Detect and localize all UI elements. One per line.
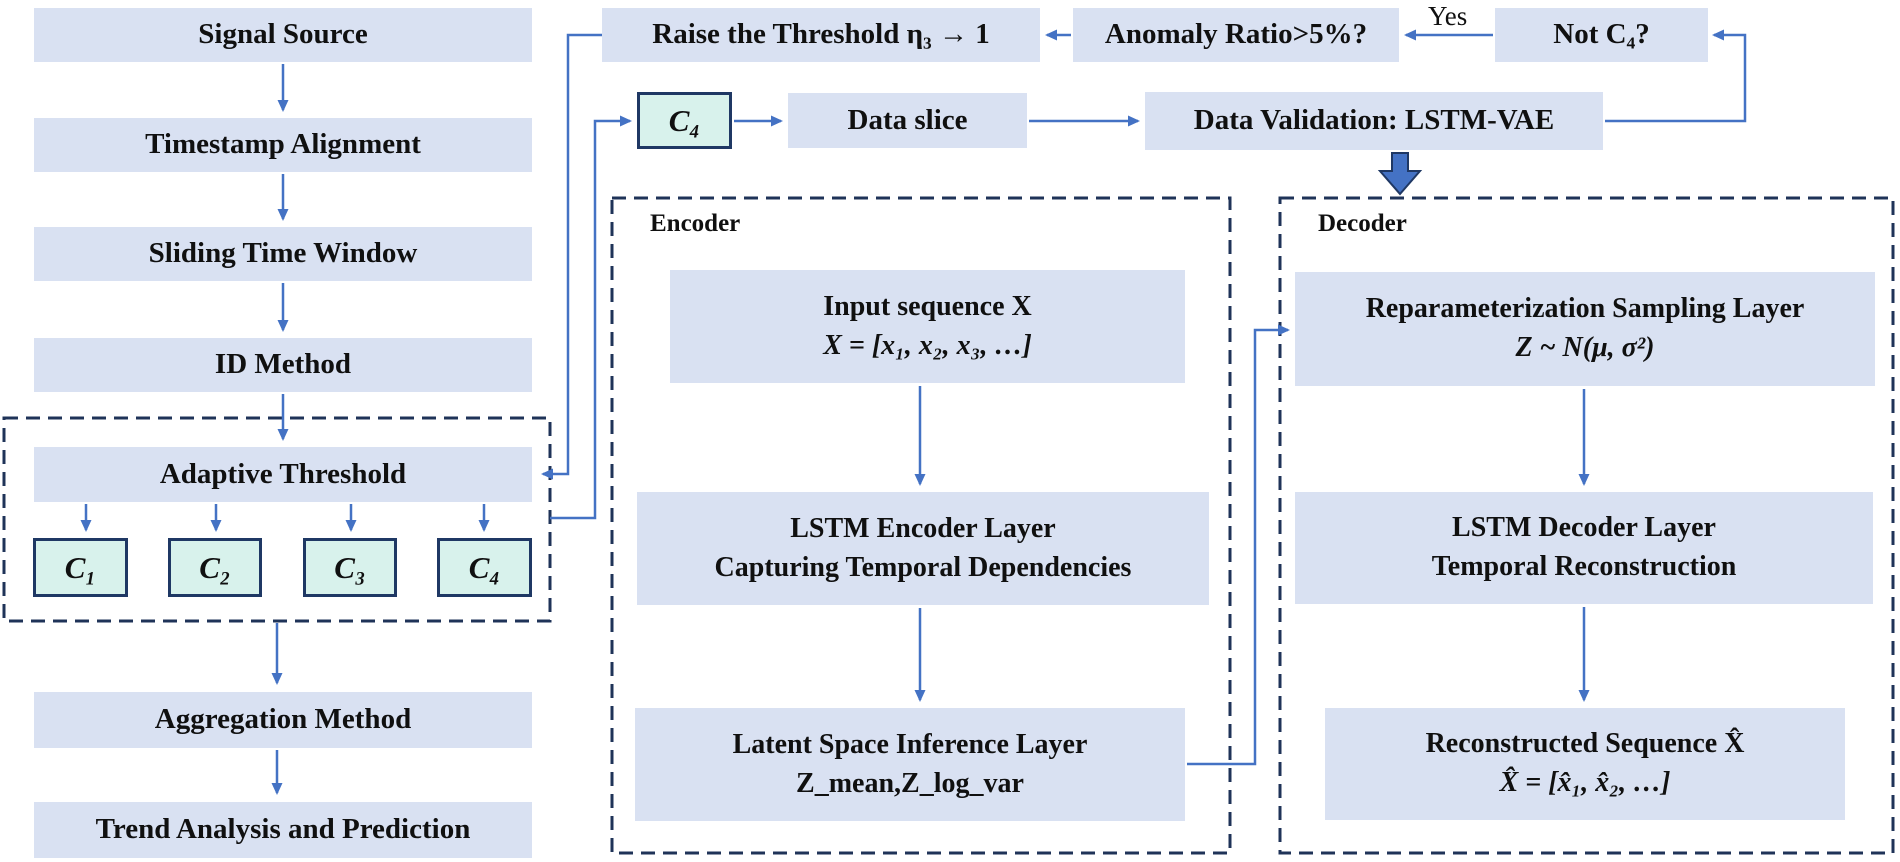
node-raise-threshold: Raise the Threshold η₃ → 1 xyxy=(602,8,1040,62)
reconstructed-line2: X̂ = [x̂₁, x̂₂, …] xyxy=(1499,767,1671,798)
node-trend-analysis: Trend Analysis and Prediction xyxy=(34,802,532,858)
lstm-encoder-line1: LSTM Encoder Layer xyxy=(790,512,1056,544)
reparameterization-line1: Reparameterization Sampling Layer xyxy=(1365,293,1805,325)
node-c3: C₃ xyxy=(303,538,397,597)
input-sequence-line1: Input sequence X xyxy=(823,290,1032,322)
node-not-c4: Not C₄? xyxy=(1495,8,1708,62)
lstm-decoder-line1: LSTM Decoder Layer xyxy=(1452,512,1716,544)
node-sliding-time-window: Sliding Time Window xyxy=(34,227,532,281)
node-lstm-encoder: LSTM Encoder Layer Capturing Temporal De… xyxy=(637,492,1209,605)
latent-space-line2: Z_mean,Z_log_var xyxy=(796,767,1024,799)
reparameterization-line2: Z ~ N(μ, σ²) xyxy=(1515,332,1655,363)
node-c1: C₁ xyxy=(33,538,128,597)
connector-c4-to-c4-top xyxy=(550,115,632,520)
reconstructed-line1: Reconstructed Sequence X̂ xyxy=(1425,728,1745,760)
node-latent-space: Latent Space Inference Layer Z_mean,Z_lo… xyxy=(635,708,1185,821)
connector-raise-to-adaptive xyxy=(541,33,602,480)
node-signal-source: Signal Source xyxy=(34,8,532,62)
node-input-sequence: Input sequence X X = [x₁, x₂, x₃, …] xyxy=(670,270,1185,383)
lstm-decoder-line2: Temporal Reconstruction xyxy=(1431,551,1737,582)
decoder-title: Decoder xyxy=(1318,210,1407,237)
node-data-slice: Data slice xyxy=(788,93,1027,148)
encoder-title: Encoder xyxy=(650,210,741,237)
node-id-method: ID Method xyxy=(34,338,532,392)
latent-space-line1: Latent Space Inference Layer xyxy=(732,728,1088,760)
label-yes: Yes xyxy=(1428,1,1468,31)
lstm-encoder-line2: Capturing Temporal Dependencies xyxy=(714,551,1132,583)
input-sequence-line2: X = [x₁, x₂, x₃, …] xyxy=(823,329,1032,361)
node-data-validation: Data Validation: LSTM-VAE xyxy=(1145,92,1603,150)
node-reconstructed-sequence: Reconstructed Sequence X̂ X̂ = [x̂₁, x̂₂… xyxy=(1325,708,1845,820)
block-arrow-down-icon xyxy=(1377,152,1423,196)
node-c4-category: C₄ xyxy=(437,538,532,597)
node-c2: C₂ xyxy=(168,538,262,597)
node-anomaly-ratio: Anomaly Ratio>5%? xyxy=(1073,8,1399,62)
node-reparameterization: Reparameterization Sampling Layer Z ~ N(… xyxy=(1295,272,1875,386)
node-c4-top: C₄ xyxy=(637,92,732,149)
node-lstm-decoder: LSTM Decoder Layer Temporal Reconstructi… xyxy=(1295,492,1873,604)
node-timestamp-alignment: Timestamp Alignment xyxy=(34,118,532,172)
node-adaptive-threshold: Adaptive Threshold xyxy=(34,447,532,502)
node-aggregation-method: Aggregation Method xyxy=(34,692,532,748)
